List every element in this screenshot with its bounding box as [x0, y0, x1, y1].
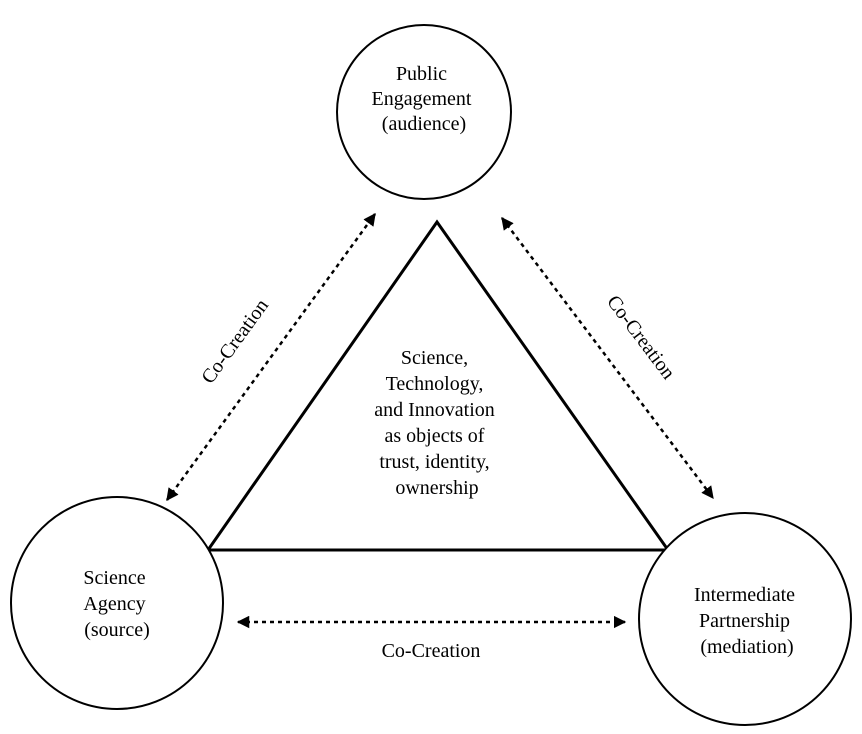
co-creation-label-right: Co-Creation: [602, 291, 679, 383]
node-circle-public-engagement: [336, 24, 512, 200]
node-label-line: (source): [84, 619, 150, 641]
node-label-intermediate-partnership: Intermediate Partnership (mediation): [694, 584, 800, 658]
node-label-line: Agency: [83, 593, 145, 615]
node-label-line: Partnership: [699, 610, 790, 632]
co-creation-arrow-right: [501, 217, 714, 499]
node-label-line: Science: [83, 567, 145, 589]
node-intermediate-partnership: Intermediate Partnership (mediation): [638, 512, 852, 726]
node-label-line: (mediation): [700, 636, 793, 658]
node-science-agency: Science Agency (source): [10, 496, 224, 710]
node-circle-science-agency: [10, 496, 224, 710]
node-label-line: Intermediate: [694, 584, 795, 606]
node-label-science-agency: Science Agency (source): [83, 567, 150, 641]
center-text-line: ownership: [395, 477, 478, 499]
center-text-line: Technology,: [386, 373, 484, 395]
center-text-line: Science,: [401, 347, 468, 369]
node-label-line: Public: [396, 63, 447, 85]
co-creation-label-left: Co-Creation: [197, 295, 273, 388]
center-text-line: trust, identity,: [379, 451, 489, 473]
co-creation-label-bottom: Co-Creation: [382, 640, 481, 662]
co-creation-arrow-left: [165, 212, 377, 502]
node-label-public-engagement: Public Engagement (audience): [372, 63, 477, 135]
center-text-line: as objects of: [385, 425, 485, 447]
node-public-engagement: Public Engagement (audience): [336, 24, 512, 200]
node-label-line: (audience): [382, 113, 466, 135]
center-text-line: and Innovation: [374, 399, 495, 421]
node-circle-intermediate-partnership: [638, 512, 852, 726]
node-label-line: Engagement: [372, 88, 472, 110]
center-text: Science, Technology, and Innovation as o…: [374, 347, 500, 499]
